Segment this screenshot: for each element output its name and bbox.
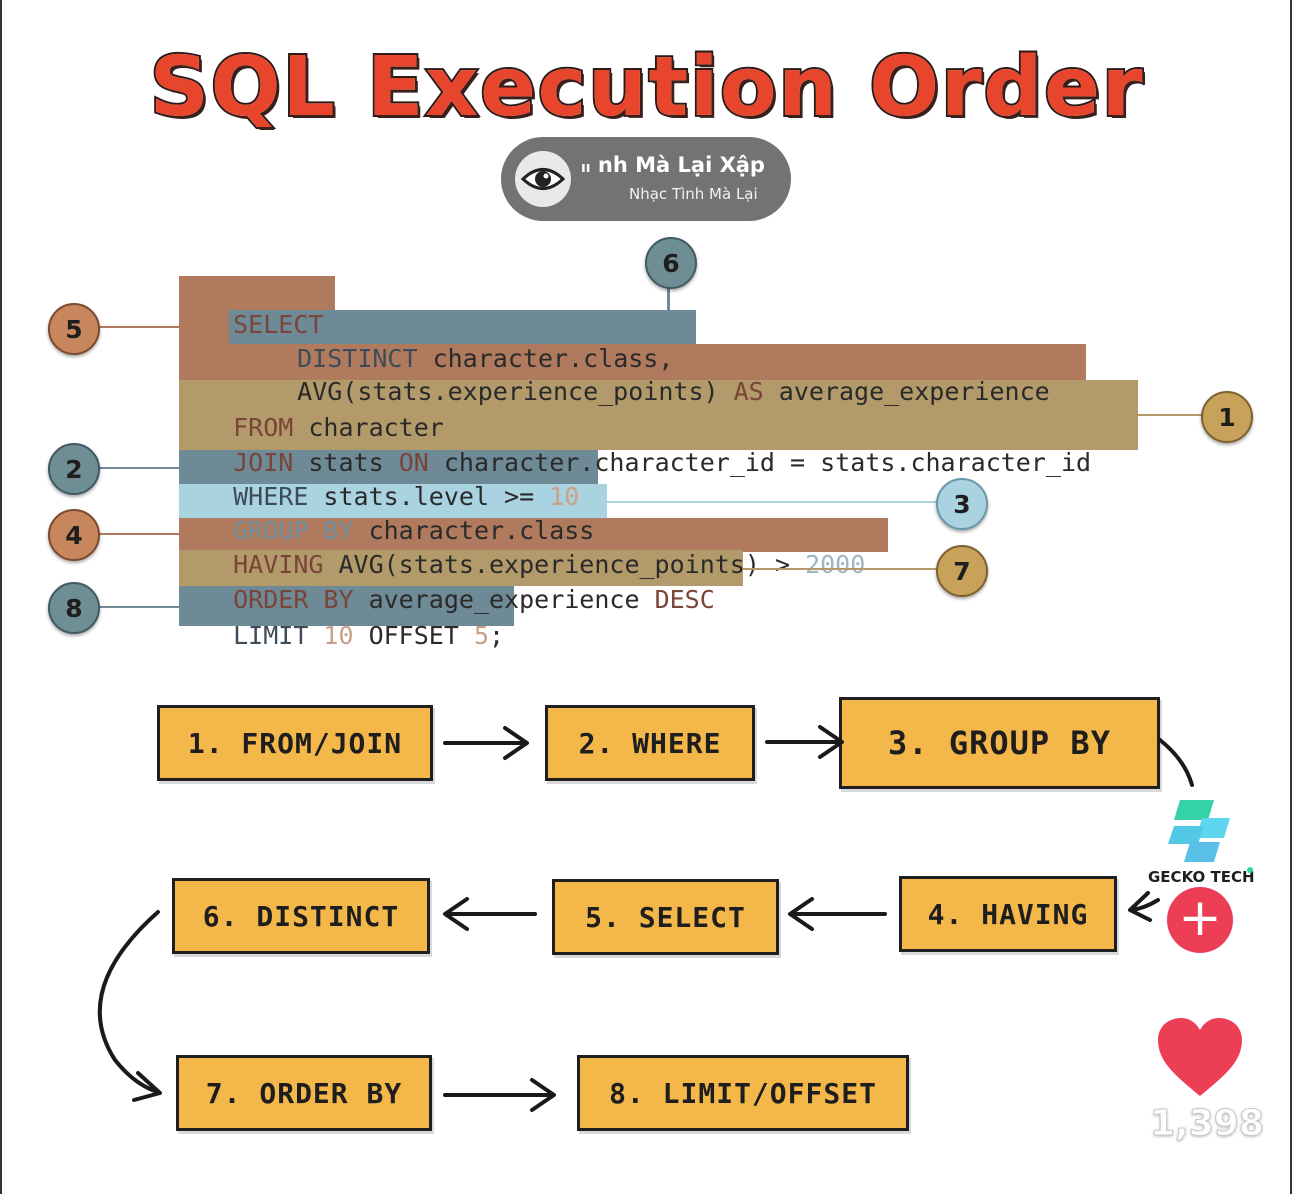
- flow-box-from-join: 1. FROM/JOIN: [157, 705, 433, 781]
- music-avatar[interactable]: [515, 151, 571, 207]
- song-title: nh Mà Lại Xập: [597, 153, 765, 177]
- eye-icon: [521, 168, 565, 190]
- step-marker-5: 5: [48, 303, 100, 355]
- order-block-bg: [179, 550, 743, 586]
- sql-line-from: FROM character: [233, 413, 444, 442]
- connector-1: [1138, 414, 1202, 416]
- flow-box-having: 4. HAVING: [899, 876, 1117, 952]
- flow-box-limit-offset: 8. LIMIT/OFFSET: [577, 1055, 909, 1131]
- brand-name: GECKO TECH: [1148, 868, 1255, 886]
- from-join-block-bg: [179, 380, 1138, 450]
- step-marker-4: 4: [48, 509, 100, 561]
- step-marker-7: 7: [936, 545, 988, 597]
- sql-line-join: JOIN stats ON character.character_id = s…: [233, 448, 1092, 477]
- select-block-bg-2: [179, 312, 231, 382]
- sql-line-having: HAVING AVG(stats.experience_points) > 20…: [233, 550, 866, 579]
- connector-5: [96, 326, 180, 328]
- song-artist: Nhạc Tình Mà Lại: [629, 185, 758, 203]
- connector-3: [607, 501, 937, 503]
- like-count: 1,398: [1150, 1103, 1265, 1145]
- sql-line-distinct: DISTINCT character.class,: [297, 344, 674, 373]
- sql-line-order: ORDER BY average_experience DESC: [233, 585, 715, 614]
- where-block-bg: [179, 450, 598, 486]
- step-marker-3: 3: [936, 478, 988, 530]
- step-marker-6: 6: [645, 237, 697, 289]
- arrow-left-icon: [443, 897, 537, 931]
- sound-bars-icon: ıı: [581, 160, 591, 176]
- flow-box-order-by: 7. ORDER BY: [176, 1055, 432, 1131]
- sql-line-group: GROUP BY character.class: [233, 516, 595, 545]
- connector-6: [667, 284, 670, 312]
- plus-icon: +: [1178, 888, 1222, 948]
- select-block-bg: [179, 276, 335, 314]
- step-marker-1: 1: [1201, 391, 1253, 443]
- connector-7: [743, 568, 937, 570]
- limit-block-bg: [179, 586, 514, 626]
- connector-2: [96, 467, 180, 469]
- arrow-right-icon: [443, 1078, 556, 1112]
- flow-box-distinct: 6. DISTINCT: [172, 878, 430, 954]
- arrow-right-icon: [765, 725, 844, 759]
- gecko-tech-logo-icon: [1168, 800, 1230, 862]
- distinct-block-bg: [229, 310, 696, 348]
- step-marker-8: 8: [48, 582, 100, 634]
- step-marker-2: 2: [48, 443, 100, 495]
- connector-8: [96, 606, 180, 608]
- online-dot: [1247, 867, 1253, 873]
- heart-icon[interactable]: [1156, 1016, 1244, 1098]
- arrow-left-icon: [788, 897, 887, 931]
- flow-box-select: 5. SELECT: [552, 879, 779, 955]
- flow-box-where: 2. WHERE: [545, 705, 755, 781]
- music-pill[interactable]: ıı nh Mà Lại Xập Nhạc Tình Mà Lại: [501, 137, 791, 221]
- having-block-bg: [179, 518, 888, 552]
- sql-line-limit: LIMIT 10 OFFSET 5;: [233, 621, 505, 650]
- select-avg-bg: [229, 344, 1086, 382]
- arrow-right-icon: [443, 726, 529, 760]
- follow-button[interactable]: +: [1167, 887, 1233, 953]
- group-block-bg: [179, 484, 607, 520]
- connector-4: [96, 533, 180, 535]
- arrow-curve-icon: [1128, 738, 1194, 922]
- arrow-curve-icon: [97, 910, 162, 1102]
- sql-line-select: SELECT: [233, 310, 324, 339]
- sql-line-avg: AVG(stats.experience_points) AS average_…: [297, 377, 1050, 406]
- page-title: SQL Execution Order: [148, 38, 1145, 137]
- sql-line-where: WHERE stats.level >= 10: [233, 482, 580, 511]
